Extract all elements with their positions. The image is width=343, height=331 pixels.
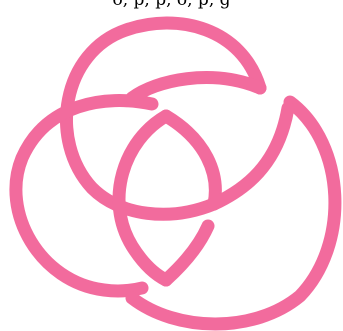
left-loop-strand — [16, 101, 152, 291]
inner-lens-left-strand — [119, 116, 166, 280]
lower-right-strand — [214, 108, 288, 204]
upper-bridge-strand — [132, 78, 260, 98]
inner-lens-right-strand — [166, 116, 215, 204]
lower-lens-strand — [166, 226, 208, 280]
